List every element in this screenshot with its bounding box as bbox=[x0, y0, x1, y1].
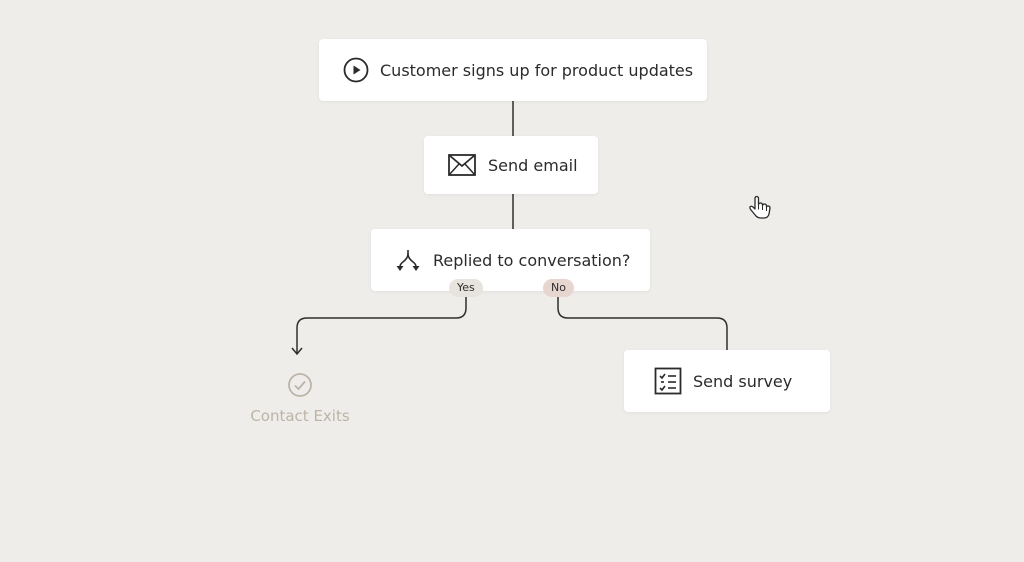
send-survey-label: Send survey bbox=[693, 371, 793, 391]
connector-yes-branch bbox=[296, 297, 467, 353]
send-email-node[interactable]: Send email bbox=[424, 136, 598, 194]
contact-exits-label: Contact Exits bbox=[250, 407, 350, 425]
connector-no-branch bbox=[557, 297, 728, 350]
check-circle-icon bbox=[236, 372, 364, 402]
send-email-label: Send email bbox=[488, 155, 578, 175]
send-survey-node[interactable]: Send survey bbox=[624, 350, 830, 412]
play-circle-icon bbox=[343, 57, 369, 83]
contact-exits-node: Contact Exits bbox=[236, 372, 364, 425]
connector-yes-arrowhead bbox=[291, 347, 303, 356]
yes-branch-label: Yes bbox=[449, 279, 483, 297]
envelope-icon bbox=[448, 154, 476, 176]
no-branch-label: No bbox=[543, 279, 574, 297]
split-arrows-icon bbox=[395, 247, 421, 273]
condition-node[interactable]: Replied to conversation? bbox=[371, 229, 650, 291]
trigger-label: Customer signs up for product updates bbox=[380, 60, 694, 80]
condition-label: Replied to conversation? bbox=[433, 250, 631, 270]
checklist-icon bbox=[654, 367, 682, 395]
trigger-node[interactable]: Customer signs up for product updates bbox=[319, 39, 707, 101]
hand-pointer-cursor-icon bbox=[746, 194, 774, 226]
